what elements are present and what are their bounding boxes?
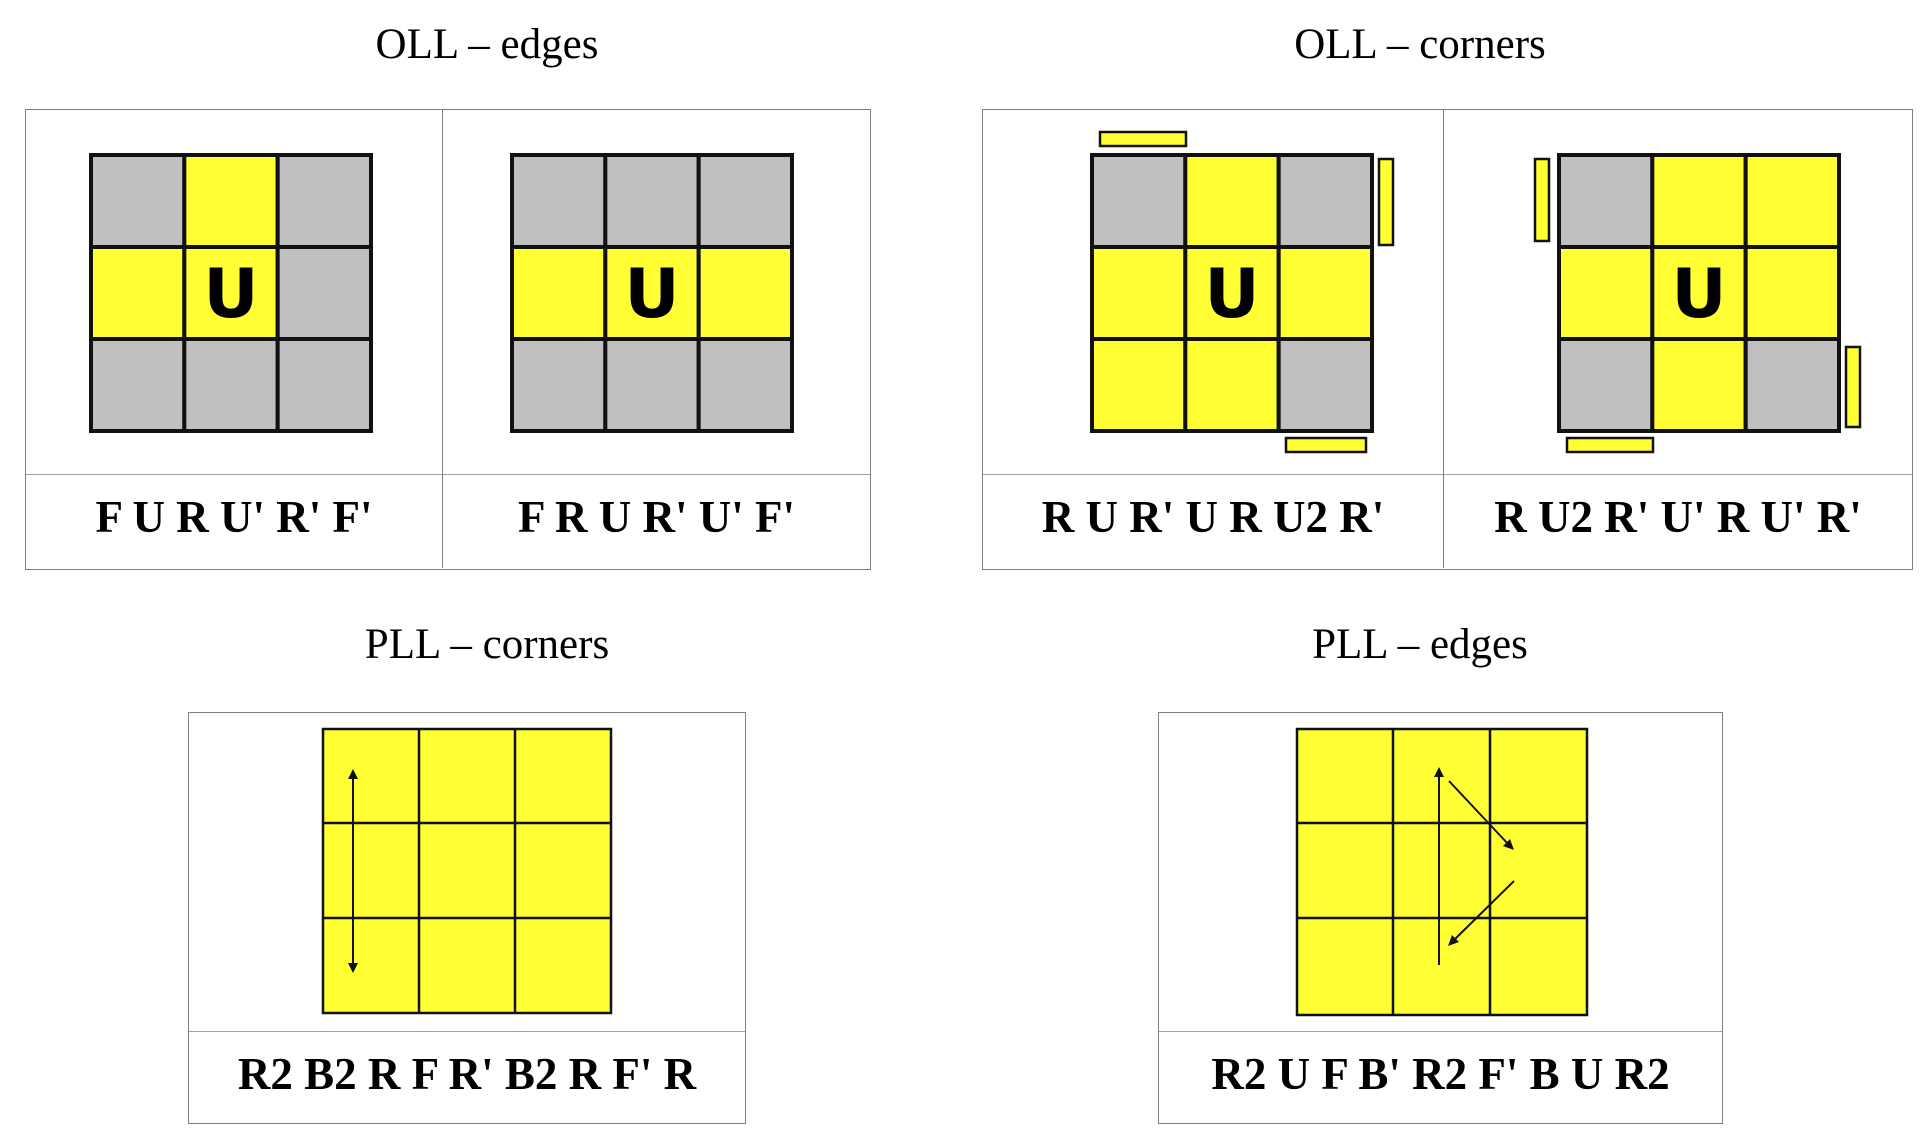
oll-corners-case-2-diagram: U	[1533, 153, 1862, 454]
sticker-yellow	[1090, 245, 1188, 341]
pll-corners-diagram	[321, 727, 613, 1015]
oll-edges-case-1-formula: F U R U' R' F'	[95, 492, 373, 542]
sticker-gray	[275, 337, 374, 433]
sticker-yellow	[1557, 245, 1655, 341]
sticker-gray	[696, 153, 795, 249]
oll-edges-case-2-diagram: U	[510, 153, 795, 433]
sticker-gray	[1276, 337, 1374, 433]
oll-corners-case-1-diagram: U	[1090, 130, 1395, 454]
arrow-head-down-left	[1448, 935, 1459, 946]
sticker-gray	[275, 245, 374, 341]
side-sticker-back	[1098, 130, 1188, 148]
pll-corners-face	[321, 727, 613, 1015]
section-title-oll-corners: OLL – corners	[1294, 21, 1546, 68]
side-sticker-left	[1533, 157, 1551, 243]
sticker-yellow	[1743, 153, 1841, 249]
oll-edges-case-1: U F U R U' R' F'	[26, 110, 442, 568]
sticker-yellow	[182, 153, 280, 249]
arrow-head-up	[1434, 767, 1444, 777]
sticker-gray	[1557, 337, 1655, 433]
sticker-gray	[510, 153, 608, 249]
center-label-u: U	[624, 255, 679, 334]
oll-edges-table: U F U R U' R' F' U F R U R' U' F'	[25, 109, 871, 570]
pll-corners-table: R2 B2 R F R' B2 R F' R	[188, 712, 746, 1124]
oll-corners-case-1-formula-row: R U R' U R U2 R'	[983, 474, 1443, 569]
sticker-yellow	[696, 245, 795, 341]
sticker-gray	[603, 337, 701, 433]
sticker-yellow	[1743, 245, 1841, 341]
pll-edges-face	[1295, 727, 1589, 1017]
sticker-gray	[1743, 337, 1841, 433]
sticker-gray	[89, 337, 187, 433]
sticker-yellow	[1650, 337, 1748, 433]
section-title-pll-corners: PLL – corners	[364, 621, 610, 668]
sticker-gray	[696, 337, 795, 433]
center-label-u: U	[203, 255, 258, 334]
center-label-u: U	[1671, 255, 1726, 334]
center-label-u: U	[1204, 255, 1259, 334]
cycle-arrow-diagonal-down	[1448, 780, 1510, 846]
sticker-gray	[275, 153, 374, 249]
side-sticker-right	[1377, 157, 1395, 247]
arrow-head-down	[348, 963, 358, 973]
oll-corners-case-2-formula: R U2 R' U' R U' R'	[1494, 492, 1862, 542]
oll-corners-case-1-formula: R U R' U R U2 R'	[1041, 492, 1385, 542]
sticker-yellow	[1276, 245, 1374, 341]
oll-corners-case-2: U R U2 R' U' R U' R'	[1443, 110, 1912, 568]
sticker-gray	[1090, 153, 1188, 249]
sticker-gray	[182, 337, 280, 433]
sticker-yellow	[510, 245, 608, 341]
sticker-yellow	[1183, 153, 1281, 249]
oll-edges-case-1-formula-row: F U R U' R' F'	[26, 474, 442, 569]
sticker-yellow	[1183, 337, 1281, 433]
sticker-yellow	[1090, 337, 1188, 433]
sticker-gray	[1276, 153, 1374, 249]
oll-edges-case-2-formula-row: F R U R' U' F'	[443, 474, 870, 569]
sticker-gray	[89, 153, 187, 249]
cycle-arrow-diagonal-up	[1452, 880, 1515, 942]
sticker-gray	[1557, 153, 1655, 249]
pll-corners-formula-row: R2 B2 R F R' B2 R F' R	[189, 1031, 745, 1124]
pll-edges-formula-row: R2 U F B' R2 F' B U R2	[1159, 1031, 1722, 1124]
section-title-pll-edges: PLL – edges	[1312, 621, 1528, 668]
side-sticker-front	[1565, 436, 1655, 454]
pll-corners-formula: R2 B2 R F R' B2 R F' R	[237, 1049, 697, 1099]
oll-corners-case-2-formula-row: R U2 R' U' R U' R'	[1444, 474, 1912, 569]
sticker-gray	[510, 337, 608, 433]
side-sticker-front	[1284, 436, 1368, 454]
oll-corners-table: U R U R' U R U2 R' U R U2 R' U' R U' R'	[982, 109, 1913, 570]
sticker-yellow	[1650, 153, 1748, 249]
oll-edges-case-2: U F R U R' U' F'	[442, 110, 870, 568]
oll-corners-case-1: U R U R' U R U2 R'	[983, 110, 1443, 568]
side-sticker-right	[1844, 345, 1862, 429]
pll-edges-diagram	[1295, 727, 1589, 1017]
section-title-oll-edges: OLL – edges	[375, 21, 599, 68]
sticker-gray	[603, 153, 701, 249]
oll-edges-case-2-formula: F R U R' U' F'	[517, 492, 796, 542]
arrow-head-up	[348, 769, 358, 779]
arrow-head-down-right	[1503, 839, 1514, 850]
oll-edges-case-1-diagram: U	[89, 153, 374, 433]
sticker-yellow	[89, 245, 187, 341]
pll-edges-table: R2 U F B' R2 F' B U R2	[1158, 712, 1723, 1124]
pll-edges-formula: R2 U F B' R2 F' B U R2	[1211, 1049, 1670, 1099]
